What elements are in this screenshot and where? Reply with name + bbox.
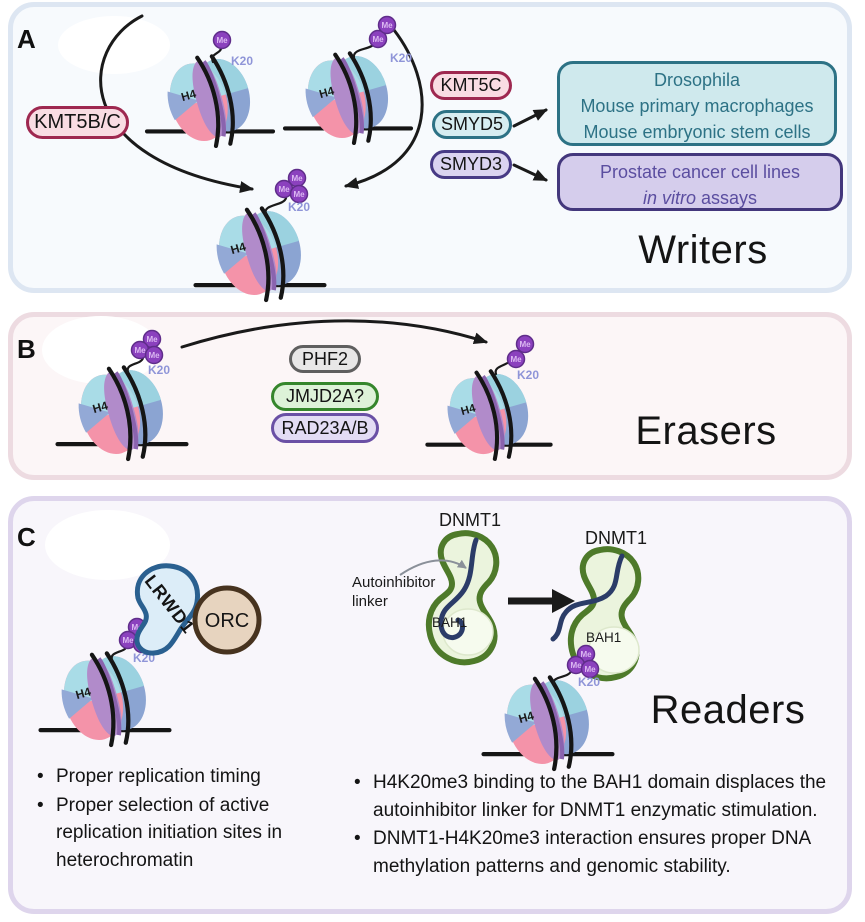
panel-b-label: B <box>17 334 36 364</box>
context-line: Prostate cancer cell lines <box>599 162 801 182</box>
decor-blob-c <box>45 510 170 580</box>
enzyme-pill-kmt5c: KMT5C <box>430 71 512 100</box>
bullet-item: H4K20me3 binding to the BAH1 domain disp… <box>350 769 846 824</box>
writers-title: Writers <box>638 228 768 272</box>
dnmt1-right-label: DNMT1 <box>585 528 647 548</box>
autoinhibitor-linker-label: Autoinhibitor linker <box>352 574 436 610</box>
enzyme-pill-jmjd2a: JMJD2A? <box>271 382 379 411</box>
bullet-item: DNMT1-H4K20me3 interaction ensures prope… <box>350 825 846 880</box>
context-line: Mouse embryonic stem cells <box>583 122 811 142</box>
context-line: in vitro assays <box>642 188 758 208</box>
enzyme-pill-kmt5bc: KMT5B/C <box>26 106 129 139</box>
enzyme-pill-rad23ab: RAD23A/B <box>271 413 379 443</box>
readers-right-bullet-list: H4K20me3 binding to the BAH1 domain disp… <box>350 769 846 881</box>
enzyme-pill-smyd5: SMYD5 <box>432 110 512 139</box>
context-line: Drosophila <box>653 70 741 90</box>
panel-a-label: A <box>17 24 36 54</box>
decor-blob-b <box>42 316 160 384</box>
bullet-item: Proper selection of active replication i… <box>33 792 291 875</box>
context-box-smyd3: Prostate cancer cell lines in vitro assa… <box>557 153 843 211</box>
enzyme-pill-smyd3: SMYD3 <box>430 150 512 179</box>
context-line: Mouse primary macrophages <box>580 96 814 116</box>
bah1-left-label: BAH1 <box>432 615 468 630</box>
context-box-smyd5: Drosophila Mouse primary macrophages Mou… <box>557 61 837 146</box>
enzyme-pill-phf2: PHF2 <box>289 345 361 373</box>
dnmt1-left-label: DNMT1 <box>439 510 501 530</box>
erasers-title: Erasers <box>635 409 777 453</box>
bah1-right-label: BAH1 <box>586 630 622 645</box>
bullet-item: Proper replication timing <box>33 763 291 791</box>
readers-left-bullet-list: Proper replication timing Proper selecti… <box>33 763 291 875</box>
readers-title: Readers <box>650 688 806 732</box>
panel-c-label: C <box>17 522 36 552</box>
decor-blob-a <box>58 16 170 74</box>
